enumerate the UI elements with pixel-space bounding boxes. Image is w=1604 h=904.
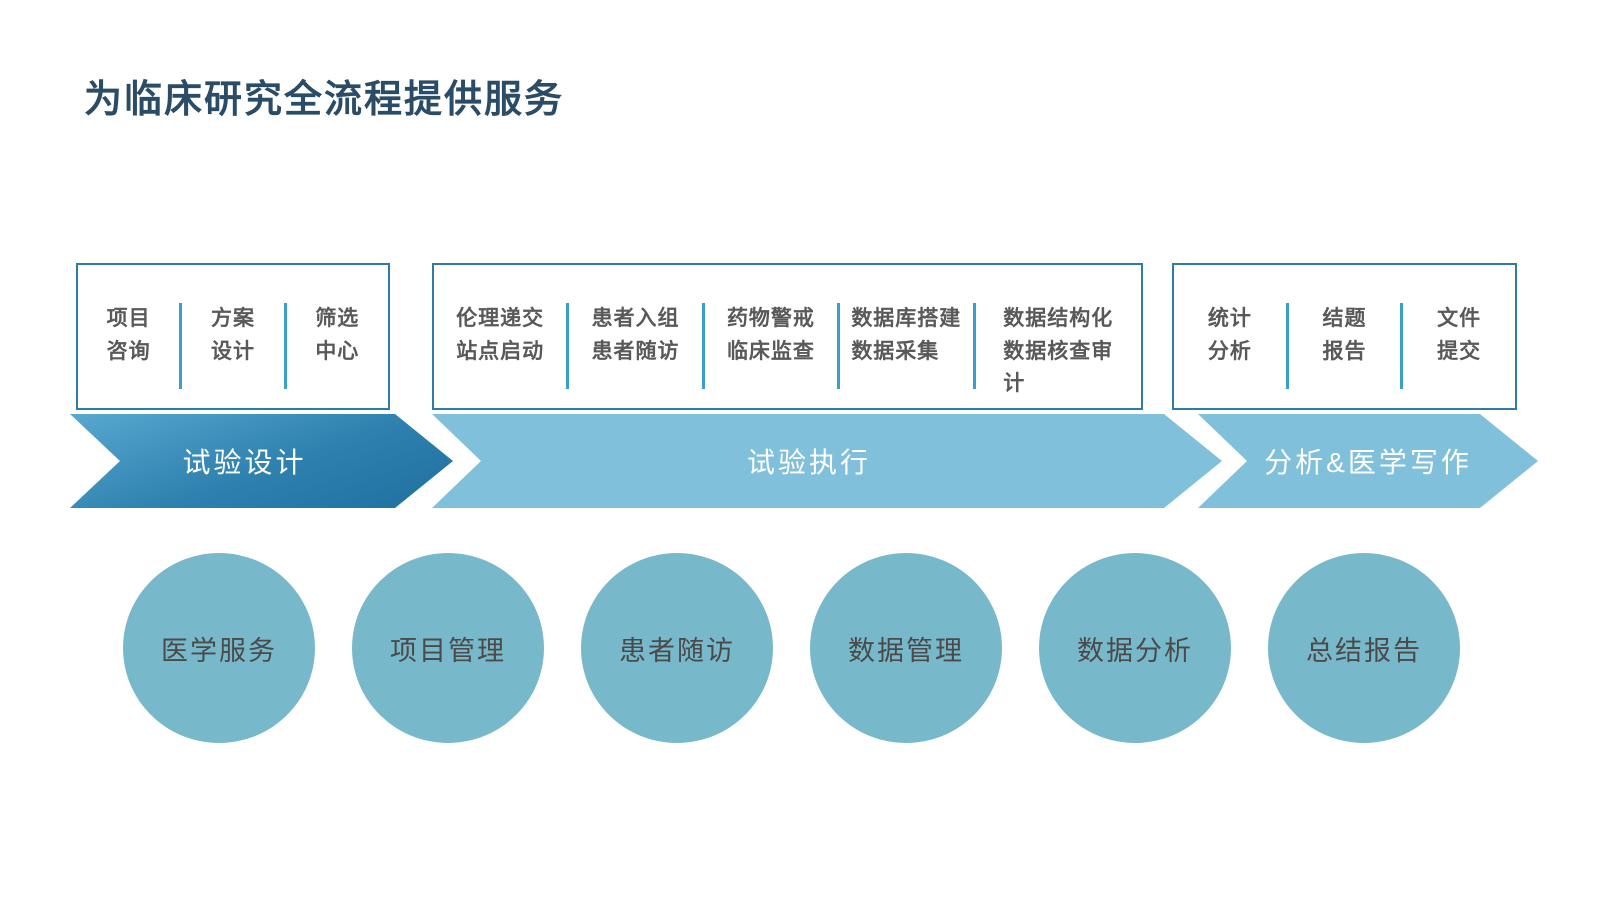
stage2-item-1: 伦理递交 站点启动 <box>434 265 566 408</box>
service-circle-medical: 医学服务 <box>123 553 315 743</box>
service-circle-followup: 患者随访 <box>581 553 773 743</box>
stage2-item-5: 数据结构化 数据核查审 计 <box>976 265 1141 408</box>
service-circle-data-analysis: 数据分析 <box>1039 553 1231 743</box>
stage3-item-2-label: 结题 报告 <box>1322 307 1367 363</box>
stage2-item-5-label: 数据结构化 数据核查审 计 <box>1003 307 1114 396</box>
stage2-arrow-banner: 试验执行 <box>432 414 1222 508</box>
stage2-item-4-label: 数据库搭建 数据采集 <box>851 307 962 363</box>
stage1-item-2-label: 方案 设计 <box>210 307 255 363</box>
stage1-item-2: 方案 设计 <box>182 265 283 408</box>
stage2-detail-box: 伦理递交 站点启动 患者入组 患者随访 药物警戒 临床监查 数据库搭建 数据采集… <box>432 263 1143 410</box>
stage1-detail-box: 项目 咨询 方案 设计 筛选 中心 <box>76 263 390 410</box>
stage1-arrow-banner: 试验设计 <box>70 414 453 508</box>
divider <box>179 303 183 389</box>
service-circle-summary-report: 总结报告 <box>1268 553 1460 743</box>
stage3-arrow-label: 分析&医学写作 <box>1264 447 1472 478</box>
divider <box>566 303 570 389</box>
stage2-arrow-label: 试验执行 <box>746 447 871 478</box>
stage1-item-1: 项目 咨询 <box>78 265 179 408</box>
service-circle-label: 医学服务 <box>161 635 277 666</box>
stage2-item-2: 患者入组 患者随访 <box>569 265 701 408</box>
stage2-item-3-label: 药物警戒 临床监查 <box>726 307 815 363</box>
divider <box>837 303 841 389</box>
service-circle-label: 项目管理 <box>390 635 506 666</box>
service-circle-label: 总结报告 <box>1306 635 1422 666</box>
stage3-item-3-label: 文件 提交 <box>1437 307 1482 363</box>
divider <box>283 303 287 389</box>
stage1-arrow-label: 试验设计 <box>182 447 307 478</box>
page-title: 为临床研究全流程提供服务 <box>84 79 565 121</box>
stage1-item-1-label: 项目 咨询 <box>106 307 151 363</box>
divider <box>1285 303 1289 389</box>
stage2-item-4: 数据库搭建 数据采集 <box>840 265 972 408</box>
service-circle-project: 项目管理 <box>352 553 544 743</box>
stage3-item-1-label: 统计 分析 <box>1207 307 1252 363</box>
service-circle-label: 患者随访 <box>619 635 735 666</box>
service-circle-label: 数据分析 <box>1077 635 1193 666</box>
stage2-item-2-label: 患者入组 患者随访 <box>591 307 680 363</box>
stage2-item-1-label: 伦理递交 站点启动 <box>456 307 545 363</box>
service-circle-label: 数据管理 <box>848 635 964 666</box>
stage3-item-1: 统计 分析 <box>1174 265 1286 408</box>
divider <box>972 303 976 389</box>
stage3-item-3: 文件 提交 <box>1403 265 1515 408</box>
stage2-item-3: 药物警戒 临床监查 <box>705 265 837 408</box>
divider <box>1400 303 1404 389</box>
stage3-arrow-banner: 分析&医学写作 <box>1198 414 1538 508</box>
stage1-item-3: 筛选 中心 <box>287 265 388 408</box>
stage3-detail-box: 统计 分析 结题 报告 文件 提交 <box>1172 263 1517 410</box>
service-circle-data-mgmt: 数据管理 <box>810 553 1002 743</box>
divider <box>701 303 705 389</box>
stage3-item-2: 结题 报告 <box>1289 265 1401 408</box>
stage1-item-3-label: 筛选 中心 <box>315 307 360 363</box>
